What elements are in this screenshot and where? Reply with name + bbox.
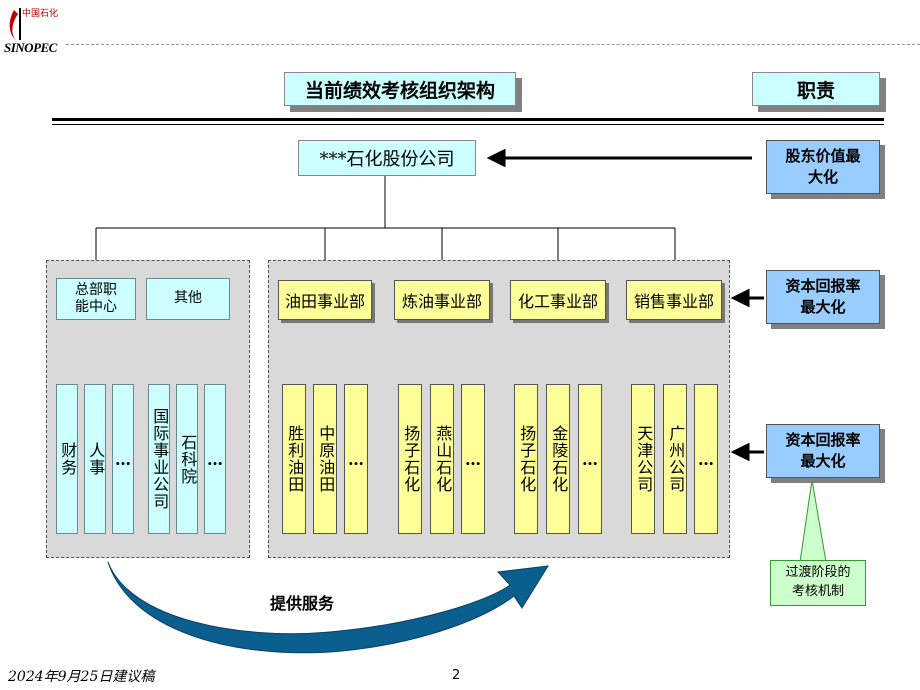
transition-note: 过渡阶段的 考核机制 [770, 560, 866, 606]
leaf-yangzi-chemical: 扬子石化 [514, 384, 538, 534]
header-rule-thin [52, 124, 884, 125]
unit-sales-division: 销售事业部 [626, 280, 722, 320]
leaf-tianjin-company: 天津公司 [631, 384, 655, 534]
leaf-more-hq: … [112, 384, 134, 534]
service-arrow-icon [107, 561, 549, 654]
leaf-yangzi-refining: 扬子石化 [398, 384, 422, 534]
footer-date: 2024年9月25日建议稿 [8, 669, 155, 685]
leaf-more-refining: … [461, 384, 485, 534]
leaf-yanshan-refining: 燕山石化 [430, 384, 454, 534]
leaf-finance: 财务 [56, 384, 78, 534]
leaf-more-sales: … [694, 384, 718, 534]
logo-chinese-text: 中国石化 [22, 9, 59, 19]
service-label: 提供服务 [270, 594, 335, 613]
unit-refining-division: 炼油事业部 [394, 280, 490, 320]
leaf-zhongyuan-oilfield: 中原油田 [313, 384, 337, 534]
responsibility-roc-subsidiary: 资本回报率 最大化 [766, 424, 880, 478]
unit-others: 其他 [146, 278, 230, 320]
responsibility-shareholder-value: 股东价值最 大化 [766, 140, 880, 194]
responsibility-header: 职责 [752, 72, 880, 106]
logo-text: SINOPEC [4, 40, 57, 55]
leaf-jinling-chemical: 金陵石化 [546, 384, 570, 534]
logo-emblem-icon [9, 8, 21, 40]
responsibility-roc-division: 资本回报率 最大化 [766, 270, 880, 324]
leaf-research-institute: 石科院 [176, 384, 198, 534]
leaf-hr: 人事 [84, 384, 106, 534]
unit-hq-functions: 总部职 能中心 [56, 278, 136, 320]
page-title: 当前绩效考核组织架构 [284, 72, 516, 106]
leaf-more-chemical: … [578, 384, 602, 534]
unit-chemical-division: 化工事业部 [510, 280, 606, 320]
leaf-shengli-oilfield: 胜利油田 [282, 384, 306, 534]
page-number: 2 [452, 668, 461, 683]
leaf-more-others: … [204, 384, 226, 534]
top-divider [66, 44, 920, 45]
company-box: ***石化股份公司 [298, 140, 476, 176]
header-rule-thick [52, 118, 884, 121]
sinopec-logo [4, 6, 60, 58]
leaf-international: 国际事业公司 [148, 384, 170, 534]
unit-oilfield-division: 油田事业部 [278, 280, 372, 320]
leaf-guangzhou-company: 广州公司 [663, 384, 687, 534]
leaf-more-oilfield: … [344, 384, 368, 534]
